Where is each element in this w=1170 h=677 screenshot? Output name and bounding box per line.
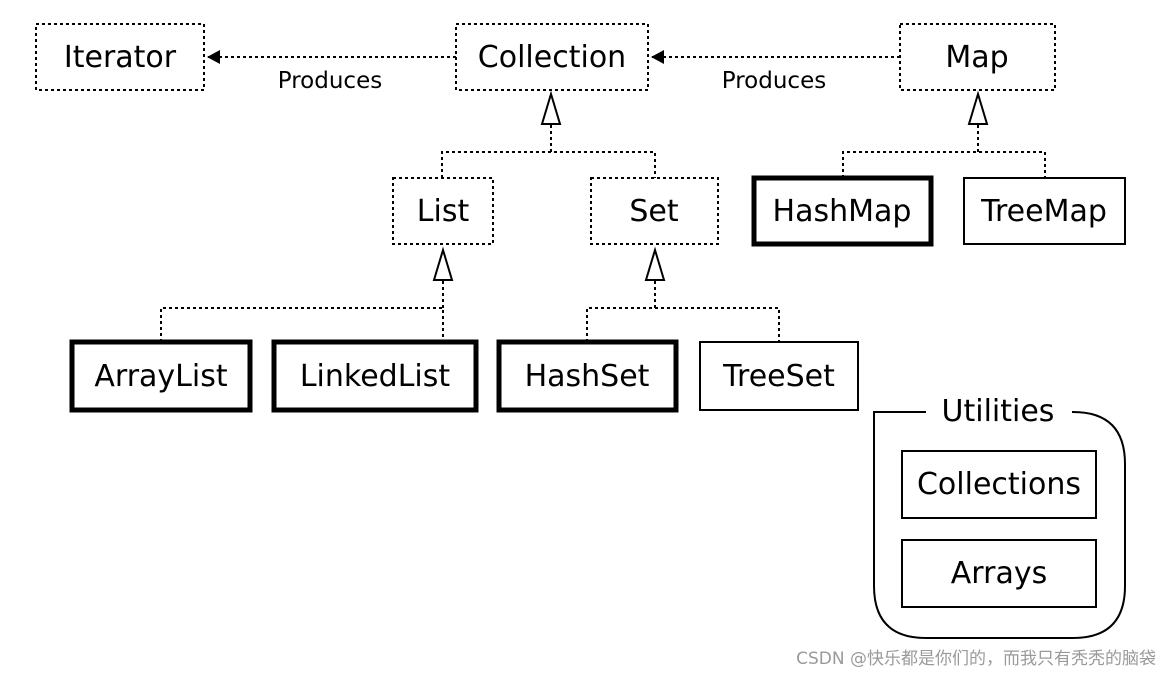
node-arraylist-label: ArrayList: [94, 359, 227, 394]
node-arrays-box: [901, 539, 1097, 608]
node-iterator-label: Iterator: [64, 40, 177, 75]
node-collection-box: [455, 23, 649, 91]
node-treeset-box: [699, 341, 859, 411]
node-hashmap-label: HashMap: [773, 194, 912, 229]
hollow-arrow-icon: [432, 246, 454, 281]
node-linkedlist-label: LinkedList: [300, 359, 451, 394]
hollow-arrow-icon: [644, 246, 666, 281]
node-list-box: [392, 177, 494, 245]
interface-boxes: [35, 23, 1056, 245]
node-set-label: Set: [629, 194, 679, 229]
node-map-box: [899, 23, 1056, 91]
edge-hashset-treeset-inherit-set: [586, 280, 780, 342]
node-hashmap-box: [751, 175, 934, 247]
csdn-watermark: CSDN @快乐都是你们的，而我只有秃秃的脑袋: [796, 649, 1156, 669]
produces-label-iterator: Produces: [278, 68, 382, 94]
produces-label-collection: Produces: [722, 68, 826, 94]
edge-list-set-inherit-collection: [441, 124, 656, 178]
connectors: [160, 50, 1046, 342]
edge-hashmap-treemap-inherit-map: [842, 124, 1046, 178]
node-set-box: [590, 177, 719, 245]
node-treeset-label: TreeSet: [722, 359, 835, 394]
utilities-group: [873, 411, 1126, 639]
node-arrays-label: Arrays: [951, 556, 1047, 591]
edge-arraylist-linkedlist-inherit-list: [160, 280, 444, 342]
node-arraylist-box: [69, 339, 253, 413]
node-collections-box: [901, 450, 1097, 519]
node-map-label: Map: [945, 40, 1008, 75]
node-labels: Iterator Collection Map List Set HashMap…: [64, 40, 1107, 591]
node-collection-label: Collection: [478, 40, 626, 75]
utilities-title: Utilities: [942, 394, 1055, 429]
node-treemap-box: [963, 177, 1126, 245]
implementation-boxes: [69, 175, 1126, 413]
node-hashset-label: HashSet: [525, 359, 650, 394]
edge-labels: Produces Produces: [278, 68, 826, 94]
node-iterator-box: [35, 23, 205, 91]
node-treemap-label: TreeMap: [980, 194, 1107, 229]
hollow-arrow-icon: [540, 90, 562, 125]
hollow-arrow-icon: [967, 90, 989, 125]
node-hashset-box: [496, 339, 679, 413]
inheritance-arrowheads: [432, 90, 989, 281]
node-list-label: List: [417, 194, 470, 229]
node-linkedlist-box: [271, 339, 479, 413]
utilities-frame: [873, 411, 1126, 639]
node-collections-label: Collections: [917, 467, 1081, 502]
